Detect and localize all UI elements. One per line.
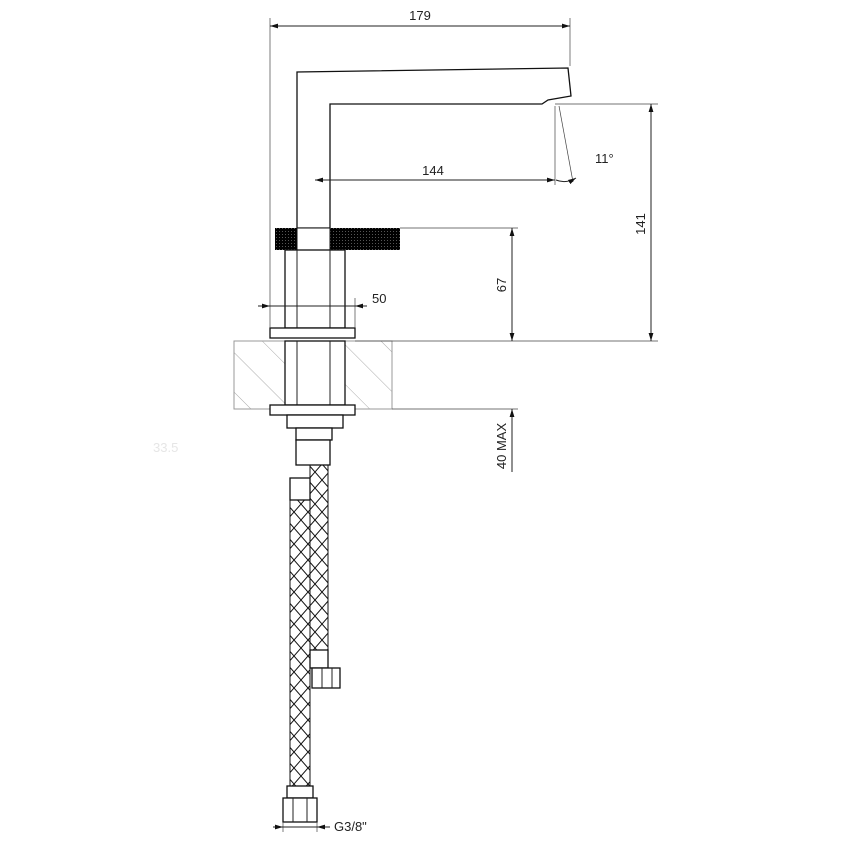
dimension-g3-8: G3/8" [273, 819, 367, 834]
dimension-label-50: 50 [372, 291, 386, 306]
dimension-label-144: 144 [422, 163, 444, 178]
faucet-base-body [269, 249, 356, 466]
dimension-50: 50 [258, 291, 386, 328]
dimension-144: 144 [315, 163, 555, 183]
dimension-label-141: 141 [633, 213, 648, 235]
dimension-141: 141 [355, 103, 658, 342]
dimension-label-thread: G3/8" [334, 819, 367, 834]
dimension-angle-11: 11° [554, 105, 614, 185]
dimension-label-40-max: 40 MAX [494, 423, 509, 470]
dimension-label-angle: 11° [595, 151, 614, 166]
dimension-label-179: 179 [409, 8, 431, 23]
dimension-67: 67 [400, 227, 518, 341]
faucet-handle-lever [275, 227, 400, 251]
flexible-hose-short [309, 464, 341, 689]
dimension-179: 179 [269, 8, 571, 328]
flexible-hose-long [282, 477, 318, 823]
faint-dimension-label: 33.5 [153, 440, 178, 455]
dimension-label-67: 67 [494, 278, 509, 292]
faucet-spout [296, 67, 572, 229]
dimension-40-max: 40 MAX [392, 408, 518, 472]
